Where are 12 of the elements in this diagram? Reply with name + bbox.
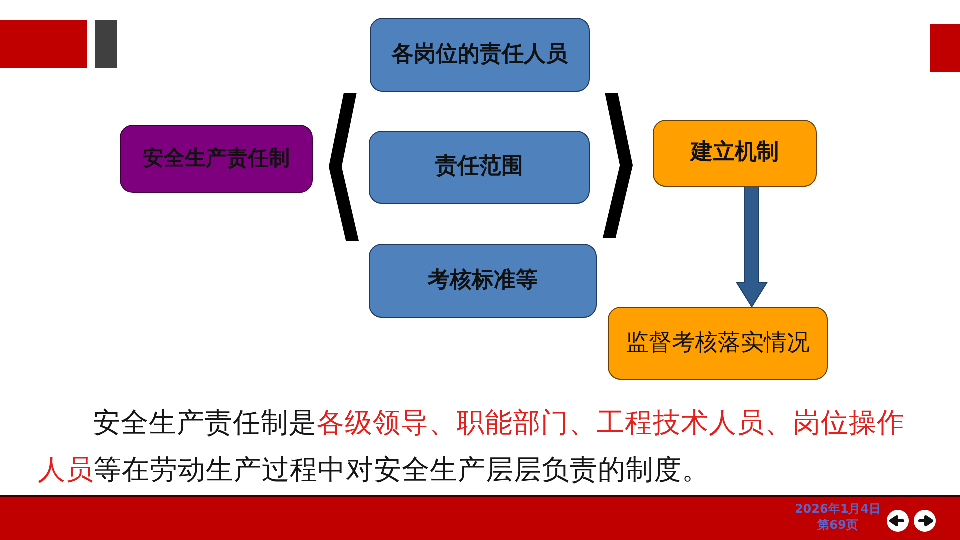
process-box: 各岗位的责任人员	[370, 18, 590, 92]
process-box: 监督考核落实情况	[608, 307, 828, 380]
process-box: 安全生产责任制	[120, 125, 313, 193]
left-angle-bracket	[329, 93, 359, 241]
process-box: 建立机制	[653, 120, 817, 187]
body-paragraph: 安全生产责任制是各级领导、职能部门、工程技术人员、岗位操作人员等在劳动生产过程中对安全生产层层负责的制度。	[38, 406, 906, 488]
page-number: 第69页	[816, 518, 860, 533]
date-text: 2026年1月4日	[794, 502, 882, 517]
block-arrow	[736, 186, 768, 308]
process-box: 责任范围	[369, 131, 590, 204]
process-box: 考核标准等	[369, 244, 597, 318]
right-angle-bracket	[603, 93, 633, 238]
